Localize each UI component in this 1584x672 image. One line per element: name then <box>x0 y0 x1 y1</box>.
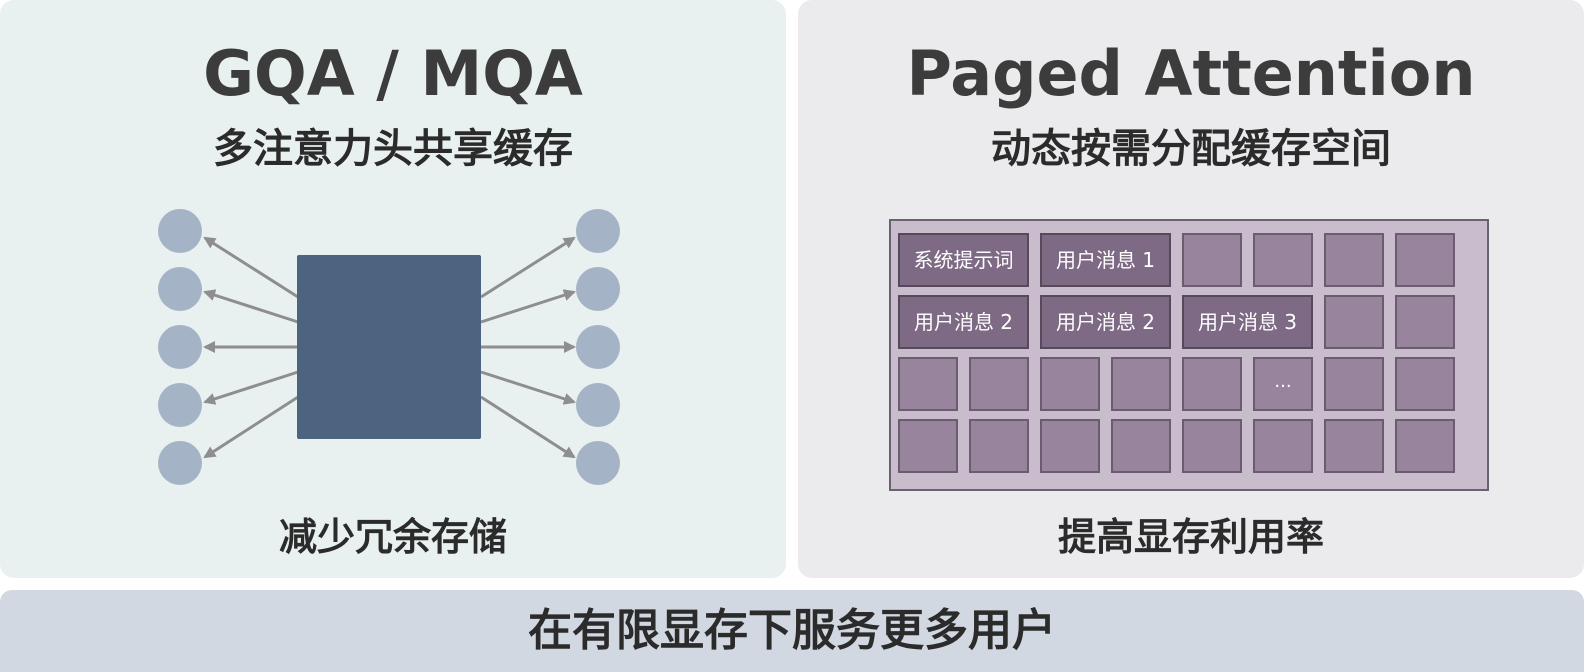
memory-block <box>1324 233 1384 287</box>
memory-block <box>1324 357 1384 411</box>
block-ellipsis: ... <box>1253 357 1313 411</box>
arrow-right-2 <box>480 289 576 324</box>
memory-block <box>1253 233 1313 287</box>
memory-block <box>1040 419 1100 473</box>
head-node-right-2 <box>576 267 620 311</box>
head-node-left-1 <box>158 209 202 253</box>
memory-block <box>898 419 958 473</box>
arrow-right-4 <box>480 370 576 405</box>
memory-block <box>1395 233 1455 287</box>
shared-cache-diagram <box>158 209 620 485</box>
paged-attention-title: Paged Attention <box>906 37 1476 110</box>
arrow-right-1 <box>480 236 576 299</box>
gqa-mqa-title: GQA / MQA <box>203 37 583 110</box>
block-user-msg-2: 用户消息 2 <box>898 295 1029 349</box>
memory-block <box>1182 419 1242 473</box>
block-user-msg-1: 用户消息 1 <box>1040 233 1171 287</box>
arrow-left-4 <box>203 370 299 405</box>
arrow-left-2 <box>203 289 299 324</box>
gqa-mqa-caption: 减少冗余存储 <box>278 515 507 559</box>
summary-text: 在有限显存下服务更多用户 <box>528 605 1056 656</box>
head-node-left-2 <box>158 267 202 311</box>
block-system-prompt: 系统提示词 <box>898 233 1029 287</box>
head-node-right-5 <box>576 441 620 485</box>
memory-block <box>1182 357 1242 411</box>
memory-block <box>969 419 1029 473</box>
memory-block <box>1395 419 1455 473</box>
memory-block <box>1324 295 1384 349</box>
paged-attention-subtitle: 动态按需分配缓存空间 <box>991 126 1391 172</box>
memory-block <box>1324 419 1384 473</box>
paged-memory-grid: 系统提示词 用户消息 1 用户消息 2 用户消息 2 用户消息 3 ... <box>889 219 1489 491</box>
paged-attention-caption: 提高显存利用率 <box>1057 515 1324 559</box>
head-node-right-1 <box>576 209 620 253</box>
arrow-left-1 <box>203 236 299 299</box>
memory-block <box>1111 419 1171 473</box>
summary-banner: 在有限显存下服务更多用户 <box>0 590 1584 672</box>
memory-block <box>898 357 958 411</box>
gqa-mqa-subtitle: 多注意力头共享缓存 <box>213 126 573 172</box>
memory-block <box>1253 419 1313 473</box>
memory-block <box>1182 233 1242 287</box>
arrow-right-5 <box>480 395 576 459</box>
head-node-left-5 <box>158 441 202 485</box>
block-user-msg-3: 用户消息 3 <box>1182 295 1313 349</box>
gqa-mqa-panel: GQA / MQA 多注意力头共享缓存 减少冗余存储 <box>0 0 786 578</box>
memory-block <box>1040 357 1100 411</box>
memory-block <box>1395 295 1455 349</box>
memory-block <box>1111 357 1171 411</box>
memory-block <box>969 357 1029 411</box>
block-user-msg-2: 用户消息 2 <box>1040 295 1171 349</box>
head-node-right-3 <box>576 325 620 369</box>
head-node-right-4 <box>576 383 620 427</box>
arrow-left-5 <box>203 395 299 459</box>
memory-block <box>1395 357 1455 411</box>
shared-kv-block <box>297 255 481 439</box>
head-node-left-3 <box>158 325 202 369</box>
head-node-left-4 <box>158 383 202 427</box>
